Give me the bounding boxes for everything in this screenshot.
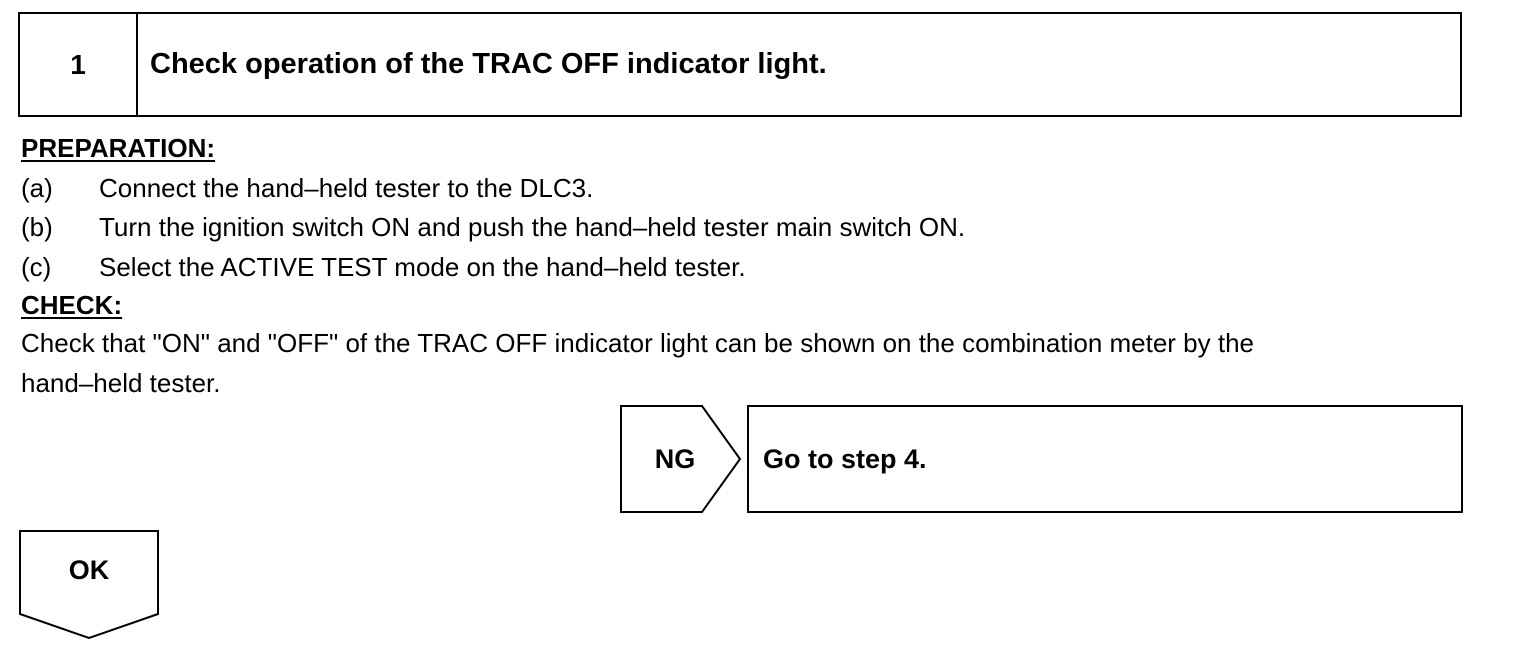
ng-result-text: Go to step 4.: [763, 443, 927, 474]
check-text-line-2: hand–held tester.: [21, 368, 221, 398]
step-title: Check operation of the TRAC OFF indicato…: [150, 48, 827, 80]
ok-label: OK: [68, 554, 110, 585]
ok-arrow-shape: [19, 530, 159, 640]
list-item-text: Turn the ignition switch ON and push the…: [99, 212, 966, 242]
list-marker: (b): [21, 212, 53, 242]
check-text-line-1: Check that "ON" and "OFF" of the TRAC OF…: [21, 328, 1255, 358]
preparation-item-b: (b) Turn the ignition switch ON and push …: [21, 212, 965, 243]
step-header: 1 Check operation of the TRAC OFF indica…: [18, 12, 1462, 117]
preparation-heading: PREPARATION:: [21, 133, 216, 163]
list-item-text: Connect the hand–held tester to the DLC3…: [99, 173, 594, 203]
ng-label: NG: [654, 443, 696, 474]
ng-arrow-shape: [620, 405, 742, 513]
preparation-item-a: (a) Connect the hand–held tester to the D…: [21, 173, 593, 204]
ng-result-box: Go to step 4.: [747, 405, 1463, 513]
list-marker: (c): [21, 252, 52, 282]
step-number: 1: [20, 14, 138, 115]
list-marker: (a): [21, 173, 53, 203]
list-item-text: Select the ACTIVE TEST mode on the hand–…: [99, 252, 746, 282]
preparation-item-c: (c) Select the ACTIVE TEST mode on the ha…: [21, 252, 746, 283]
check-heading: CHECK:: [21, 290, 123, 320]
